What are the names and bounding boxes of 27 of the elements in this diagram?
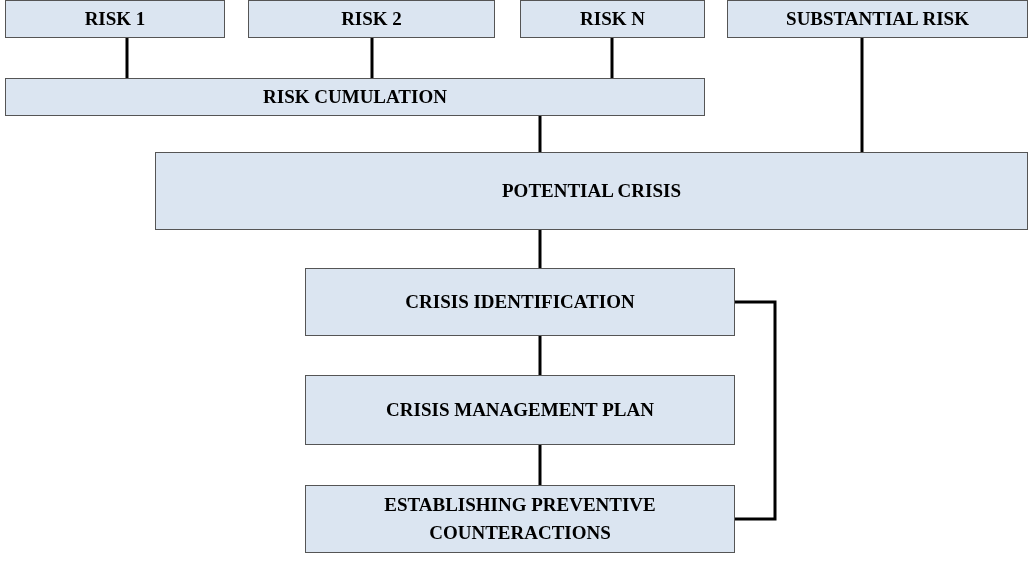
box-label: RISK 1	[83, 7, 147, 32]
box-label: RISK N	[579, 7, 646, 32]
process-box	[305, 375, 735, 445]
process-box	[5, 0, 225, 38]
process-box	[248, 0, 495, 38]
box-label: ESTABLISHING PREVENTIVE COUNTERACTIONS	[383, 493, 657, 545]
process-box	[5, 78, 705, 116]
box-label: CRISIS IDENTIFICATION	[404, 290, 636, 315]
connector-line	[860, 38, 864, 152]
box-label: SUBSTANTIAL RISK	[785, 7, 970, 32]
box-label: RISK CUMULATION	[262, 85, 448, 110]
process-box	[305, 268, 735, 336]
connector-line	[538, 445, 542, 485]
connector-line	[735, 300, 777, 521]
process-box	[520, 0, 705, 38]
connector-line	[538, 116, 542, 152]
process-box	[155, 152, 1028, 230]
connector-line	[610, 38, 614, 78]
connector-line	[125, 38, 129, 78]
box-label: RISK 2	[340, 7, 403, 32]
process-box	[305, 485, 735, 553]
connector-line	[538, 336, 542, 375]
box-label: POTENTIAL CRISIS	[501, 179, 682, 204]
box-label: CRISIS MANAGEMENT PLAN	[385, 398, 655, 423]
connector-line	[370, 38, 374, 78]
process-box	[727, 0, 1028, 38]
connector-line	[538, 230, 542, 268]
